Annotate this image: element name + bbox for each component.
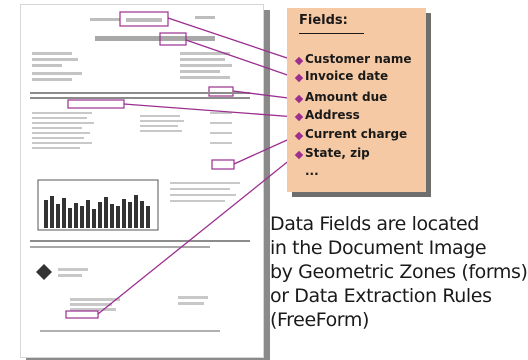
description-line: by Geometric Zones (forms) (270, 261, 528, 283)
description-line: or Data Extraction Rules (270, 285, 492, 307)
field-amount-due: Amount due (305, 90, 388, 104)
field-ellipsis: ... (305, 164, 319, 178)
usage-bar-graph (44, 195, 150, 228)
zone-address (67, 99, 125, 109)
fields-panel-title: Fields: (299, 13, 348, 28)
field-invoice-date: Invoice date (305, 69, 389, 83)
description-line: (FreeForm) (270, 309, 370, 331)
field-address: Address (305, 108, 360, 122)
fields-panel: Fields: Customer name Invoice date Amoun… (287, 8, 426, 192)
document-image (20, 4, 264, 358)
diamond-bullet-icon (294, 94, 304, 104)
company-logo (36, 264, 52, 280)
diamond-bullet-icon (294, 150, 304, 160)
description-text: Data Fields are located in the Document … (270, 212, 528, 332)
zone-invoice-date (159, 32, 187, 46)
zone-current-charge (211, 159, 235, 170)
field-customer-name: Customer name (305, 52, 412, 66)
field-state-zip: State, zip (305, 146, 370, 160)
diamond-bullet-icon (294, 112, 304, 122)
diamond-bullet-icon (294, 131, 304, 141)
zone-customer-name (119, 11, 169, 27)
field-current-charge: Current charge (305, 127, 408, 141)
zone-amount-due (208, 86, 234, 97)
diamond-bullet-icon (294, 73, 304, 83)
description-line: Data Fields are located (270, 213, 479, 235)
connector-lines (97, 17, 297, 315)
zone-state-zip (65, 310, 99, 319)
title-underline (299, 33, 364, 34)
diamond-bullet-icon (294, 56, 304, 66)
description-line: in the Document Image (270, 237, 487, 259)
